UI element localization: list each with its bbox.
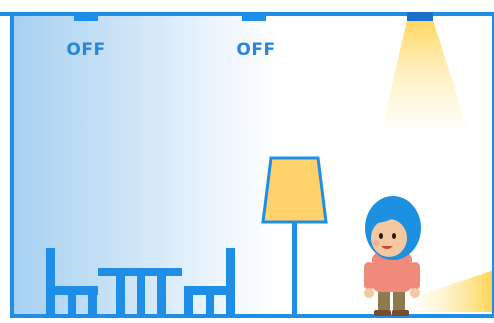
ceiling-light-left-icon bbox=[74, 14, 98, 21]
ceiling-light-right-icon bbox=[407, 12, 433, 21]
chair-icon bbox=[226, 248, 235, 316]
ceiling-light-middle-status: OFF bbox=[226, 40, 286, 60]
chair-icon bbox=[46, 248, 55, 316]
ceiling-light-left-status: OFF bbox=[56, 40, 116, 60]
table-icon bbox=[98, 268, 182, 276]
ceiling-light-middle-icon bbox=[242, 14, 266, 21]
